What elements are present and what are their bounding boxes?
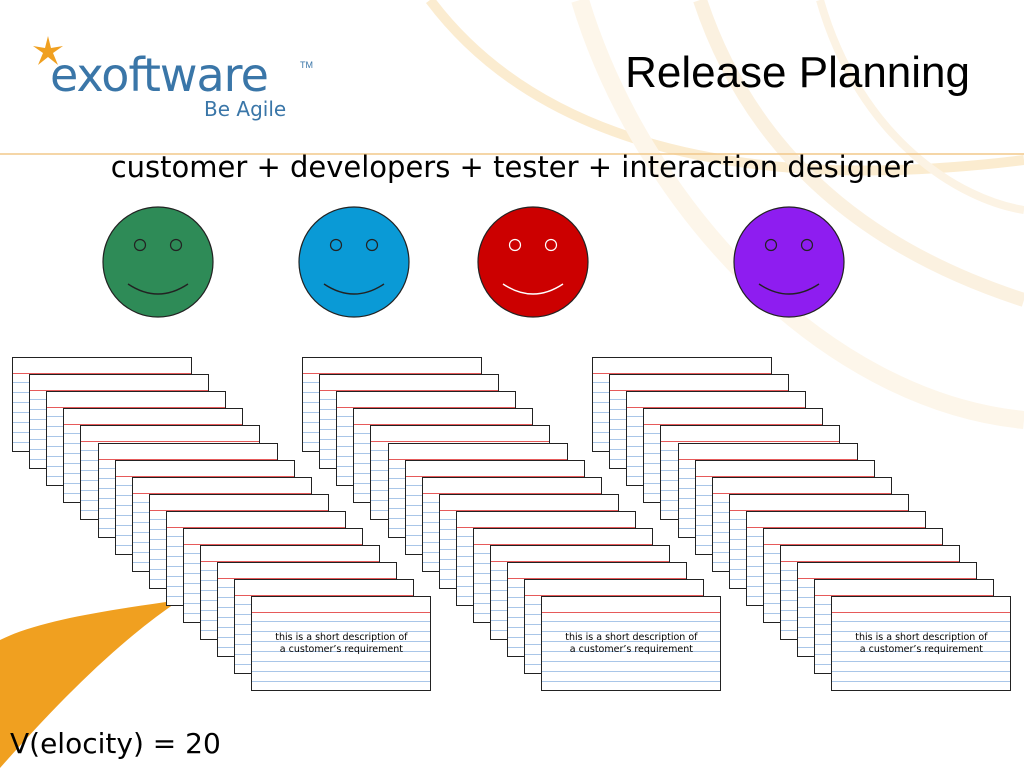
card-description-line: a customer’s requirement [279, 644, 403, 656]
card-description-line: this is a short description of [275, 632, 408, 644]
face-mouth [758, 283, 820, 295]
face-eye [764, 238, 778, 252]
face-circle [733, 206, 845, 318]
face-eye [329, 238, 343, 252]
face-eye [508, 238, 522, 252]
slide-title: Release Planning [625, 48, 970, 97]
company-logo: exoftware TM Be Agile [30, 34, 320, 124]
logo-tagline: Be Agile [204, 97, 287, 121]
smiley-face-icon [298, 206, 410, 318]
trademark-mark: TM [300, 60, 313, 70]
smiley-face-icon [102, 206, 214, 318]
velocity-label: V(elocity) = 20 [10, 727, 221, 760]
face-mouth [323, 283, 385, 295]
face-mouth [502, 283, 564, 295]
card-description-line: a customer’s requirement [569, 644, 693, 656]
face-eye [544, 238, 558, 252]
face-eye [169, 238, 183, 252]
face-mouth [127, 283, 189, 295]
face-circle [102, 206, 214, 318]
card-description-line: a customer’s requirement [859, 644, 983, 656]
smiley-face-icon [477, 206, 589, 318]
team-faces [102, 206, 845, 318]
smiley-face-icon [733, 206, 845, 318]
face-eye [800, 238, 814, 252]
star-icon [33, 36, 63, 65]
face-eye [365, 238, 379, 252]
card-description-line: this is a short description of [855, 632, 988, 644]
card-description-line: this is a short description of [565, 632, 698, 644]
logo-wordmark: exoftware [50, 48, 269, 102]
background-swoosh [693, 0, 1024, 307]
corner-swoosh [0, 600, 180, 768]
slide-subtitle: customer + developers + tester + interac… [110, 150, 914, 184]
face-circle [298, 206, 410, 318]
face-eye [133, 238, 147, 252]
face-circle [477, 206, 589, 318]
